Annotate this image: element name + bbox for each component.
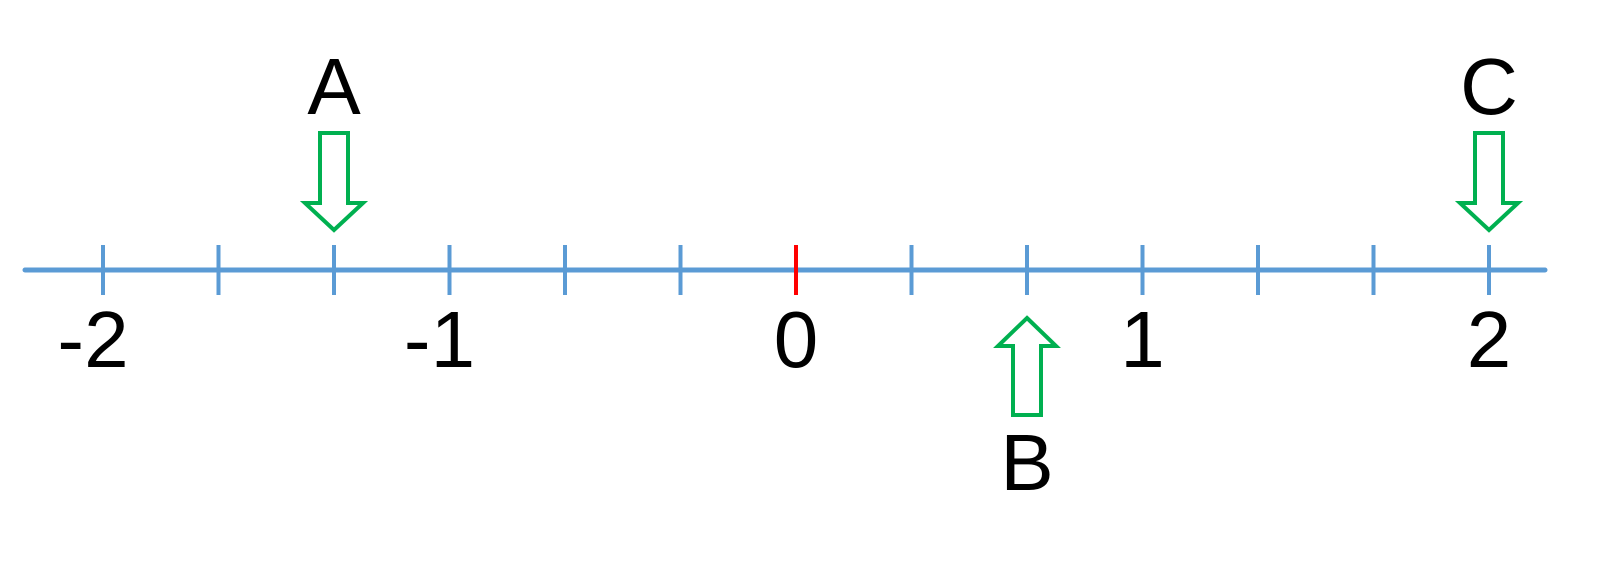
arrow-down-icon: [1454, 131, 1524, 233]
tick-label: 2: [1467, 295, 1512, 384]
arrow-up-icon: [993, 315, 1061, 417]
tick-label: -2: [57, 295, 128, 384]
marker-b: B: [993, 315, 1061, 507]
tick-label: 0: [774, 295, 819, 384]
marker-a: A: [299, 42, 369, 233]
marker-layer: A B C: [299, 42, 1524, 507]
marker-label: A: [307, 42, 361, 131]
marker-label: B: [1000, 418, 1053, 507]
arrow-down-icon: [299, 131, 369, 233]
tick-label-layer: -2 -1 0 1 2: [57, 295, 1511, 384]
tick-label: 1: [1120, 295, 1165, 384]
tick-label: -1: [404, 295, 475, 384]
tick-layer: [101, 245, 1491, 295]
marker-label: C: [1460, 42, 1518, 131]
marker-c: C: [1454, 42, 1524, 233]
